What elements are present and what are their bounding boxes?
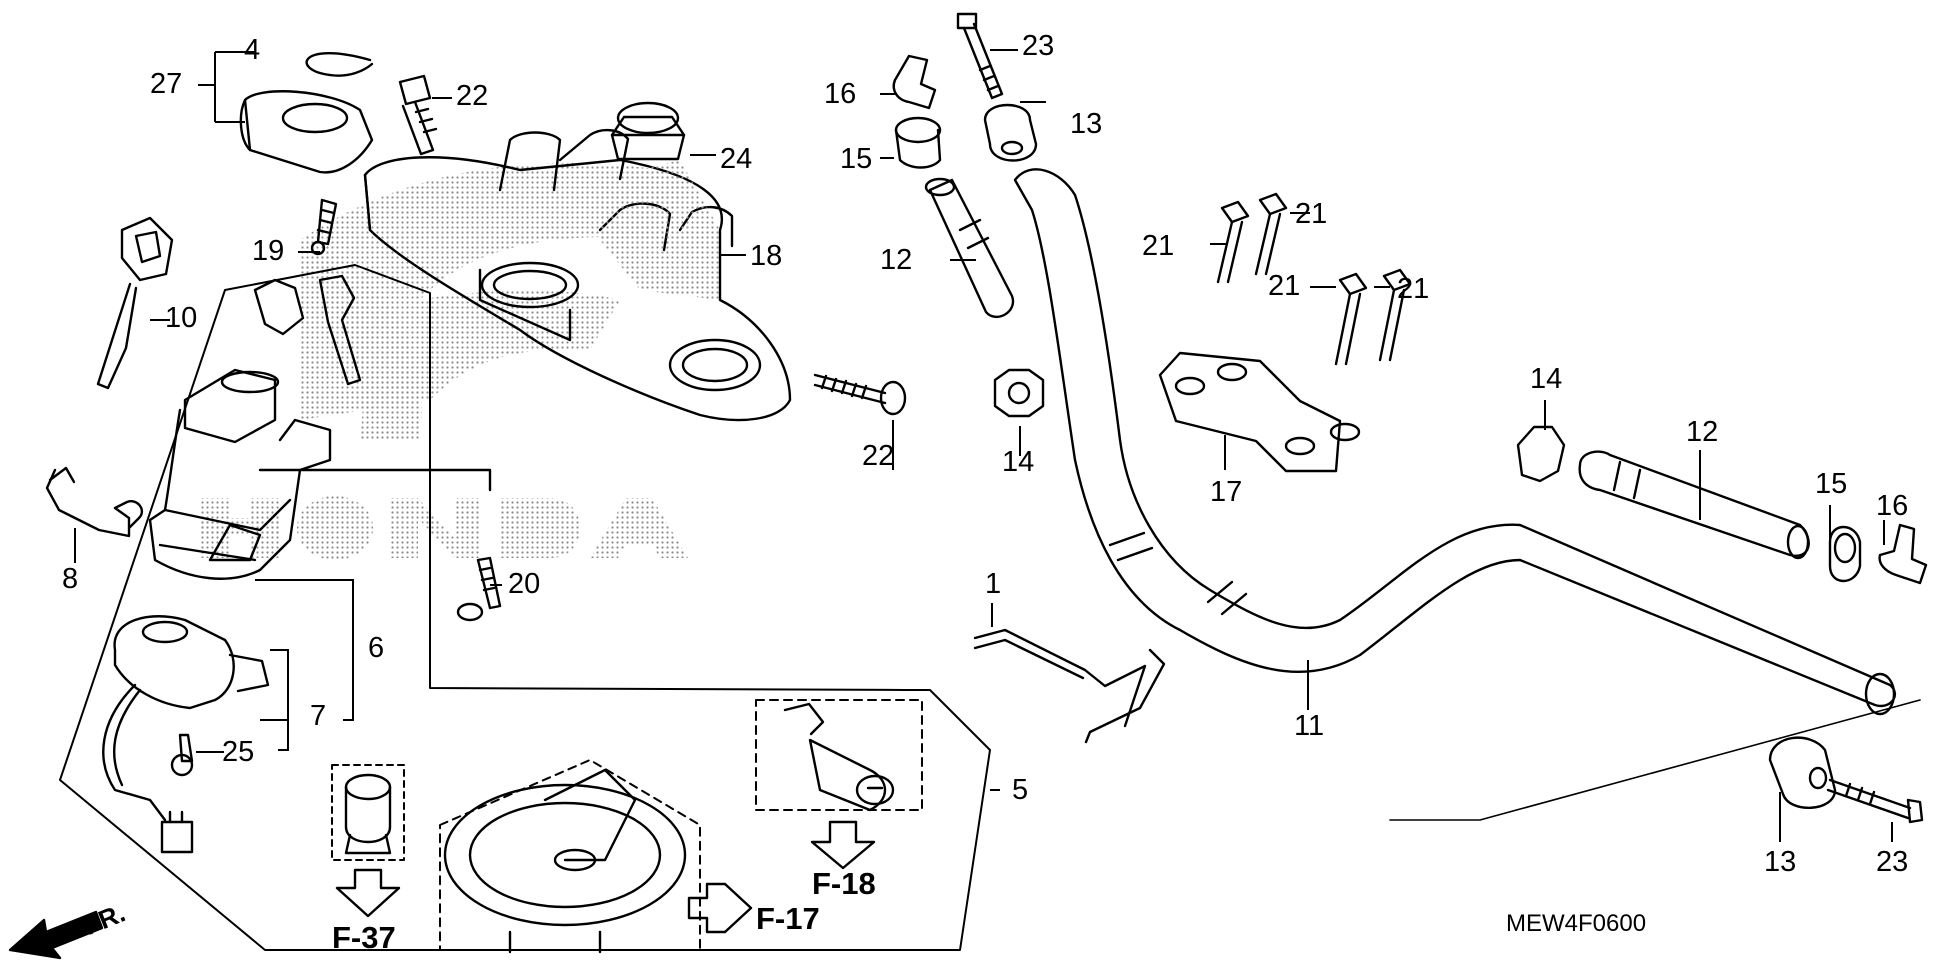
- arrow-f18: [810, 820, 876, 870]
- bolt-part-23-top: [956, 12, 1004, 100]
- label-part-23-top: 23: [1022, 30, 1055, 62]
- weight-shaft-part-12-right: [1578, 450, 1810, 560]
- seat-lock-frame: [331, 764, 405, 861]
- reference-f18: F-18: [812, 866, 876, 901]
- screw-part-25: [170, 733, 194, 777]
- label-part-15-right: 15: [1815, 468, 1848, 500]
- label-part-5: 5: [1012, 774, 1029, 806]
- label-part-11: 11: [1294, 710, 1325, 742]
- ignition-switch-part-6: [148, 274, 492, 580]
- label-part-15-left: 15: [840, 143, 873, 175]
- fuel-cap-frame: [439, 759, 701, 951]
- label-part-1: 1: [985, 568, 1002, 600]
- label-part-25: 25: [222, 736, 255, 768]
- helmet-lock-frame: [755, 699, 923, 811]
- switch-unit-part-7: [102, 615, 270, 854]
- fuel-cap: [443, 768, 687, 954]
- label-part-12-left: 12: [880, 244, 913, 276]
- bolt-part-22-top: [398, 74, 438, 156]
- label-part-21-d: 21: [1397, 273, 1430, 305]
- label-part-6: 6: [368, 632, 385, 664]
- weight-shaft-part-12-left: [924, 177, 1015, 319]
- bolt-part-23-bottom: [1826, 778, 1924, 824]
- label-part-18: 18: [750, 240, 783, 272]
- seat-lock-cylinder: [344, 773, 392, 855]
- label-part-27: 27: [150, 68, 183, 100]
- label-part-22-top: 22: [456, 80, 489, 112]
- label-part-20: 20: [508, 568, 541, 600]
- arrow-f37: [335, 868, 401, 918]
- label-part-14-right: 14: [1530, 363, 1563, 395]
- lock-set-frame-part-5: [59, 264, 991, 951]
- label-part-4: 4: [244, 34, 261, 66]
- label-part-21-c: 21: [1268, 270, 1301, 302]
- nut-part-14-left: [993, 368, 1045, 418]
- clip-part-16-right: [1878, 523, 1928, 585]
- bolt-part-22-mid: [813, 373, 907, 416]
- clip-part-16-left: [892, 54, 937, 110]
- label-part-13-top: 13: [1070, 108, 1103, 140]
- snap-ring-part-4: [305, 52, 374, 77]
- label-part-16-right: 16: [1876, 490, 1909, 522]
- key-cylinder-cover-part-27: [239, 90, 374, 174]
- honda-logo-watermark: [200, 162, 690, 560]
- label-part-14-left: 14: [1002, 446, 1035, 478]
- stem-nut-part-24: [610, 101, 686, 161]
- bracket-part-8: [45, 466, 144, 538]
- diagram-code: MEW4F0600: [1506, 910, 1647, 937]
- arrow-f17: [687, 882, 753, 934]
- label-part-21-b: 21: [1295, 198, 1328, 230]
- label-part-22-mid: 22: [862, 440, 895, 472]
- handlebar-holder-part-17: [1158, 351, 1361, 473]
- end-weight-part-13-top: [983, 103, 1038, 162]
- label-part-24: 24: [720, 143, 753, 175]
- key-part-10: [96, 216, 174, 390]
- nut-part-14-right: [1516, 425, 1566, 483]
- label-part-17: 17: [1210, 476, 1243, 508]
- screw-part-20: [456, 556, 502, 622]
- bolts-part-21: [1216, 192, 1412, 366]
- label-part-12-right: 12: [1686, 416, 1719, 448]
- leader-lines: [74, 49, 1893, 842]
- end-weight-part-13-bottom: [1768, 736, 1837, 809]
- label-part-13-bottom: 13: [1764, 846, 1797, 878]
- collar-part-15-right: [1828, 525, 1862, 583]
- wire-bracket-part-1: [973, 628, 1166, 744]
- label-part-7: 7: [310, 700, 327, 732]
- helmet-lock: [783, 702, 895, 812]
- front-direction-arrow: [8, 910, 104, 960]
- label-part-23-bottom: 23: [1876, 846, 1909, 878]
- bridge-shading: [600, 160, 720, 300]
- screw-part-19: [310, 198, 338, 256]
- reference-f17: F-17: [756, 901, 820, 936]
- collar-part-15-left: [894, 116, 942, 169]
- label-part-19: 19: [252, 235, 285, 267]
- label-part-16-left: 16: [824, 78, 857, 110]
- reference-f37: F-37: [332, 920, 396, 955]
- handlebar-part-11: [1013, 168, 1921, 821]
- label-part-8: 8: [62, 563, 79, 595]
- label-part-10: 10: [165, 302, 198, 334]
- label-part-21-a: 21: [1142, 230, 1175, 262]
